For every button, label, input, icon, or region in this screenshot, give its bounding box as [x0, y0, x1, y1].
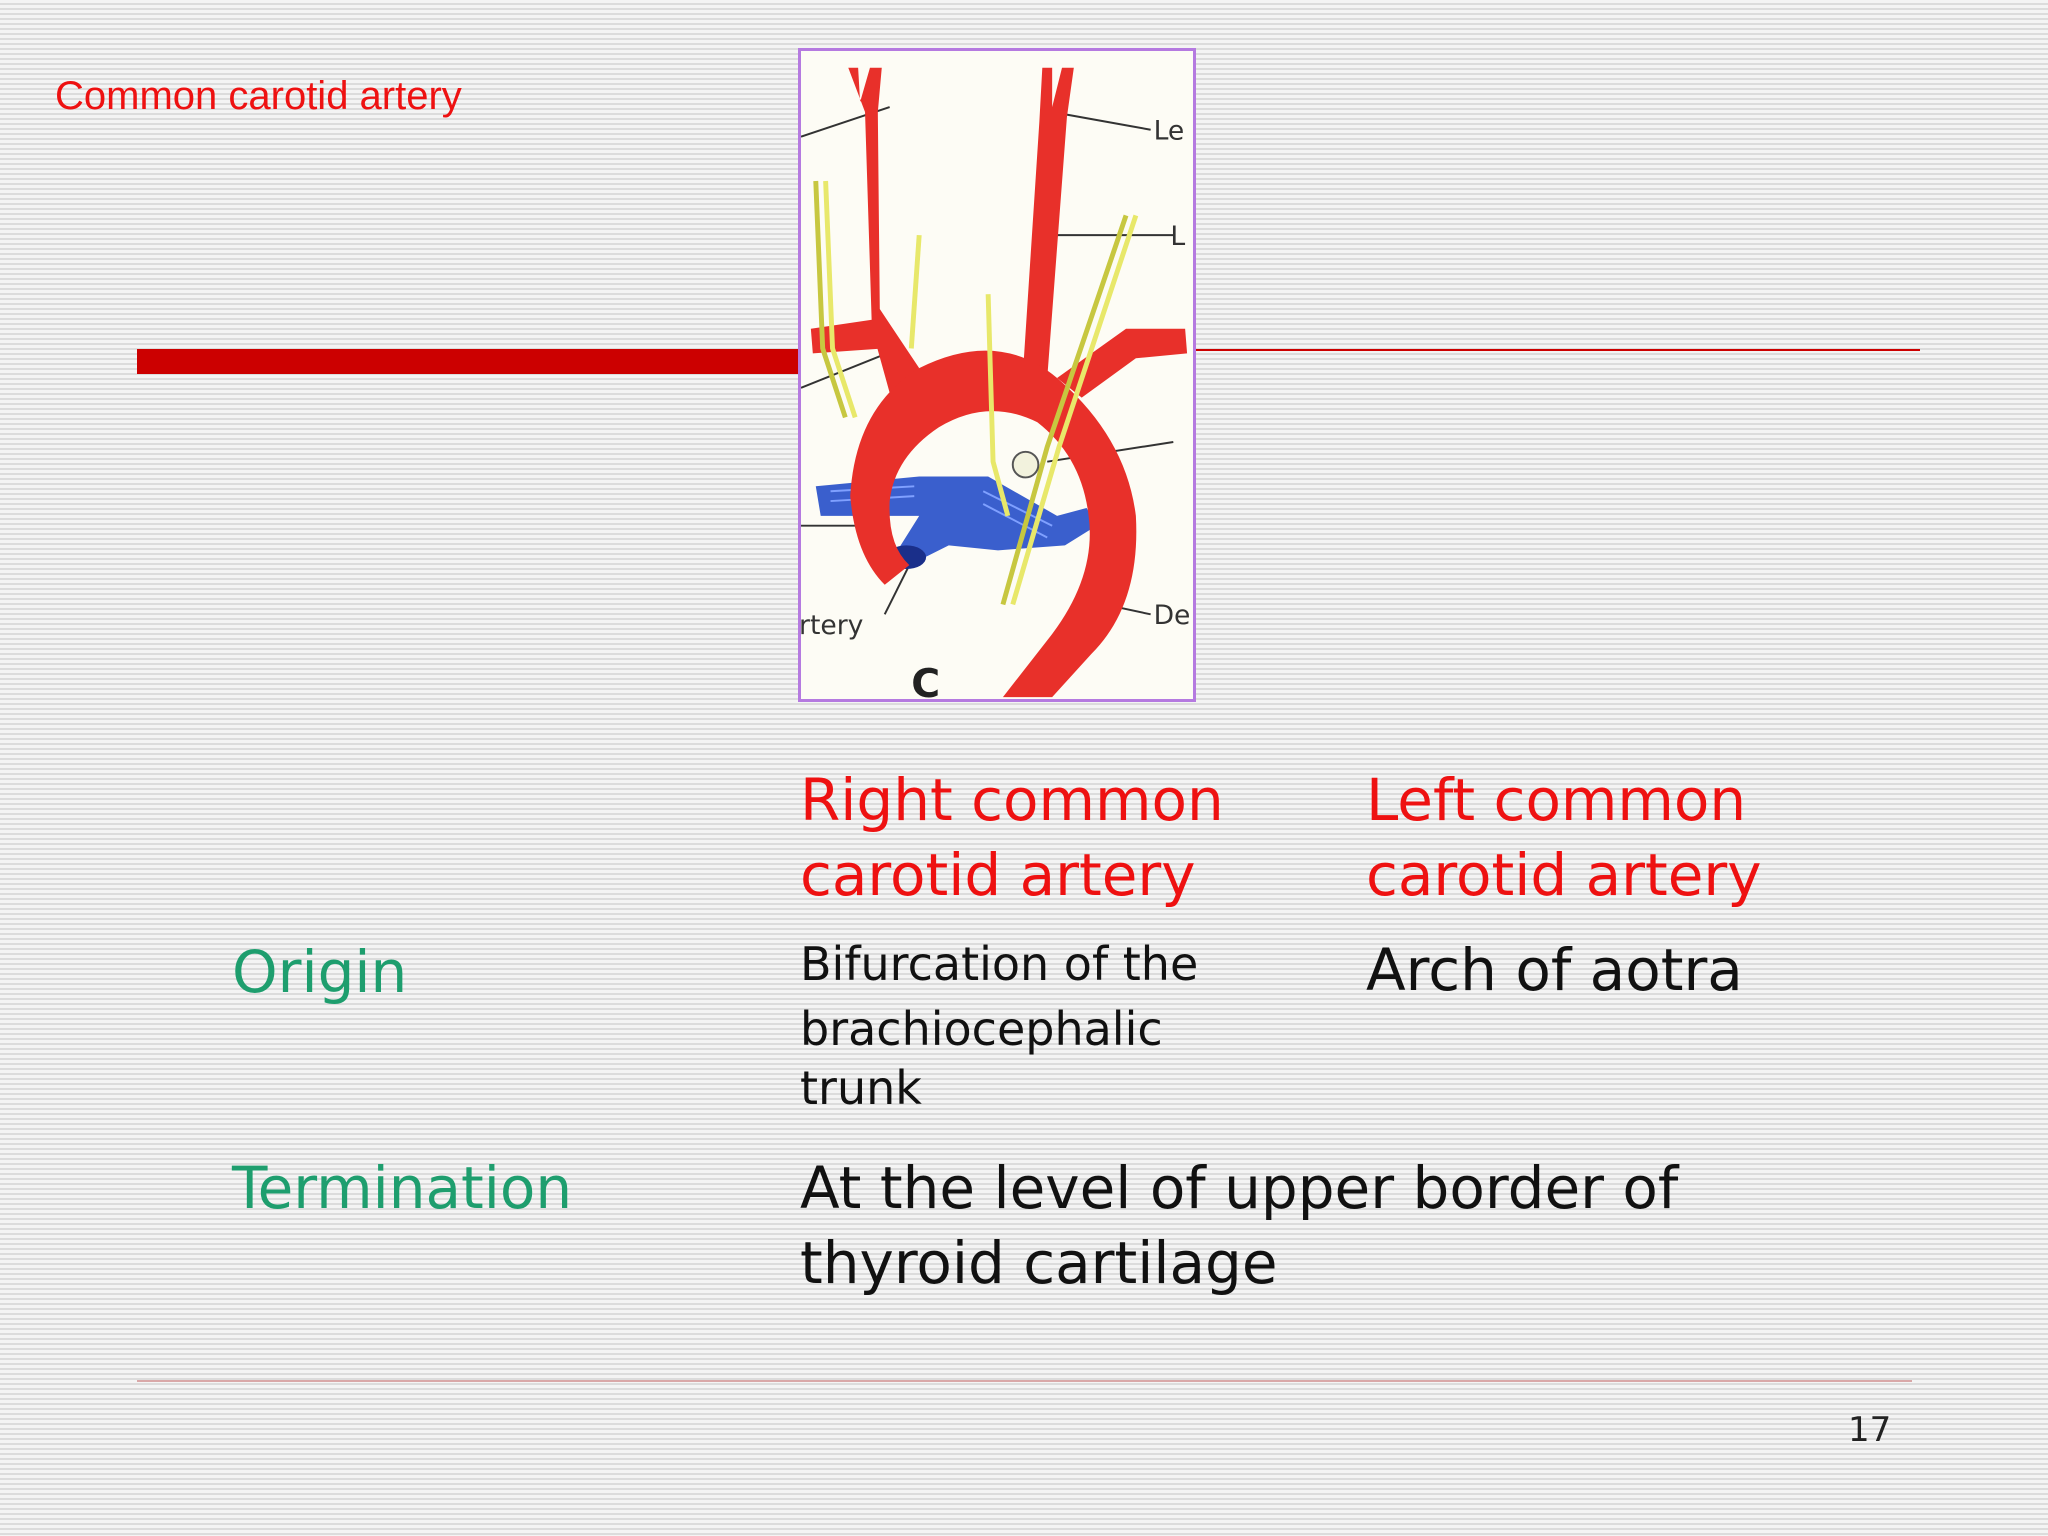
origin-left-value: Arch of aotra [1366, 936, 1743, 1004]
bottom-rule [137, 1380, 1912, 1382]
origin-right-value: Bifurcation of the brachiocephalic trunk [800, 932, 1198, 1121]
accent-bar-thick [137, 349, 800, 374]
header-left-line2: carotid artery [1366, 841, 1762, 909]
row-label-termination: Termination [232, 1154, 573, 1222]
arteries [810, 67, 1188, 698]
figure-label-bottom-left: rtery [801, 610, 863, 641]
header-right-line2: carotid artery [800, 841, 1196, 909]
header-right-line1: Right common [800, 766, 1224, 834]
figure-panel-letter: C [911, 661, 940, 699]
figure-label-top-right-1: Le [1154, 116, 1185, 147]
origin-right-line3: trunk [800, 1061, 922, 1115]
accent-bar-thin [800, 349, 1920, 351]
ligamentum-node [1011, 450, 1040, 479]
origin-right-line1: Bifurcation of the [800, 937, 1199, 991]
figure-label-top-right-2: L [1170, 221, 1185, 252]
termination-line2: thyroid cartilage [800, 1229, 1278, 1297]
anatomy-figure: Le L De rtery C [798, 48, 1196, 702]
aortic-arch-illustration: Le L De rtery C [801, 67, 1191, 699]
termination-value: At the level of upper border of thyroid … [800, 1151, 1678, 1301]
origin-right-line2: brachiocephalic [800, 1002, 1163, 1056]
header-left-line1: Left common [1366, 766, 1747, 834]
figure-label-bottom-right: De [1154, 600, 1191, 631]
nerves [813, 180, 1139, 606]
row-label-origin: Origin [232, 938, 408, 1006]
page-number: 17 [1848, 1410, 1892, 1450]
termination-line1: At the level of upper border of [800, 1154, 1679, 1222]
header-right-common-carotid: Right common carotid artery [800, 763, 1224, 913]
slide-title: Common carotid artery [55, 74, 462, 118]
header-left-common-carotid: Left common carotid artery [1366, 763, 1762, 913]
